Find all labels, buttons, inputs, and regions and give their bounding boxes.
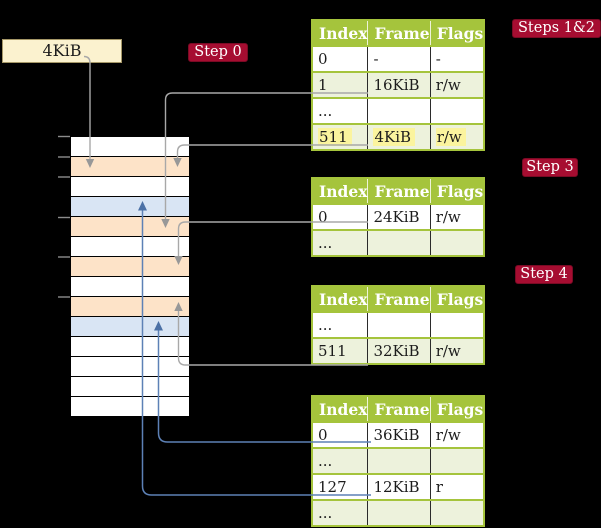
- table-cell: 1: [312, 71, 368, 98]
- memory-cell-orange: [71, 257, 189, 277]
- table-cell: 511: [312, 123, 368, 150]
- table-cell: [429, 311, 485, 338]
- step-4-label: Step 4: [515, 265, 573, 284]
- table-cell: r/w: [429, 337, 485, 364]
- table-cell: [367, 447, 431, 474]
- table-cell: 24KiB: [367, 203, 431, 230]
- table-cell: -: [367, 45, 431, 72]
- table-cell: 511: [312, 337, 368, 364]
- highlighted-value: r/w: [435, 128, 466, 146]
- memory-cell-blue: [71, 317, 189, 337]
- column-header-frame: Frame: [367, 20, 431, 46]
- column-header-frame: Frame: [367, 286, 431, 312]
- table-cell: [429, 499, 485, 526]
- column-header-frame: Frame: [367, 396, 431, 422]
- steps-1-2-label: Steps 1&2: [512, 19, 601, 38]
- column-header-flags: Flags: [429, 396, 485, 422]
- memory-cell-blue: [71, 197, 189, 217]
- table-cell: r/w: [429, 421, 485, 448]
- memory-cell-white: [71, 237, 189, 257]
- table-cell: -: [429, 45, 485, 72]
- table-cell: [367, 97, 431, 124]
- memory-cell-orange: [71, 157, 189, 177]
- memory-tick-marks: [58, 135, 70, 298]
- table-cell: 0: [312, 421, 368, 448]
- memory-cell-white: [71, 357, 189, 377]
- table-cell: [429, 97, 485, 124]
- memory-cell-white: [71, 337, 189, 357]
- table-cell: 0: [312, 45, 368, 72]
- column-header-index: Index: [312, 20, 368, 46]
- table-row: ...: [312, 311, 485, 338]
- table-cell: 16KiB: [367, 71, 431, 98]
- table-cell: ...: [312, 499, 368, 526]
- highlighted-value: 4KiB: [373, 128, 416, 146]
- table-cell: 4KiB: [367, 123, 431, 150]
- memory-cell-white: [71, 377, 189, 397]
- table-row: ...: [312, 229, 485, 256]
- table-cell: 36KiB: [367, 421, 431, 448]
- table-cell: 12KiB: [367, 473, 431, 500]
- table-cell: r/w: [429, 71, 485, 98]
- column-header-flags: Flags: [429, 178, 485, 204]
- table-row: ...: [312, 447, 485, 474]
- table-cell: r/w: [429, 123, 485, 150]
- table-cell: [429, 229, 485, 256]
- table-cell: 127: [312, 473, 368, 500]
- table-cell: [367, 499, 431, 526]
- table-cell: [429, 447, 485, 474]
- step-0-label: Step 0: [188, 43, 248, 62]
- memory-cell-orange: [71, 217, 189, 237]
- physical-memory-column: [70, 136, 190, 417]
- table-cell: 0: [312, 203, 368, 230]
- column-header-flags: Flags: [429, 20, 485, 46]
- memory-cell-white: [71, 277, 189, 297]
- memory-cell-white: [71, 177, 189, 197]
- table-row: 511 4KiB r/w: [312, 123, 485, 150]
- table-cell: r/w: [429, 203, 485, 230]
- column-header-frame: Frame: [367, 178, 431, 204]
- table-cell: [367, 229, 431, 256]
- table-cell: ...: [312, 311, 368, 338]
- table-cell: ...: [312, 97, 368, 124]
- step-3-label: Step 3: [522, 158, 578, 177]
- column-header-index: Index: [312, 286, 368, 312]
- table-row: ...: [312, 499, 485, 526]
- table-cell: [367, 311, 431, 338]
- table-cell: ...: [312, 229, 368, 256]
- frame-4kib-box: 4KiB: [2, 39, 122, 63]
- memory-cell-white: [71, 397, 189, 416]
- table-cell: r: [429, 473, 485, 500]
- memory-cell-white: [71, 137, 189, 157]
- highlighted-value: 511: [318, 128, 352, 146]
- column-header-index: Index: [312, 396, 368, 422]
- table-row: 0--: [312, 45, 485, 72]
- table-row: ...: [312, 97, 485, 124]
- column-header-flags: Flags: [429, 286, 485, 312]
- column-header-index: Index: [312, 178, 368, 204]
- table-cell: 32KiB: [367, 337, 431, 364]
- table-cell: ...: [312, 447, 368, 474]
- memory-cell-orange: [71, 297, 189, 317]
